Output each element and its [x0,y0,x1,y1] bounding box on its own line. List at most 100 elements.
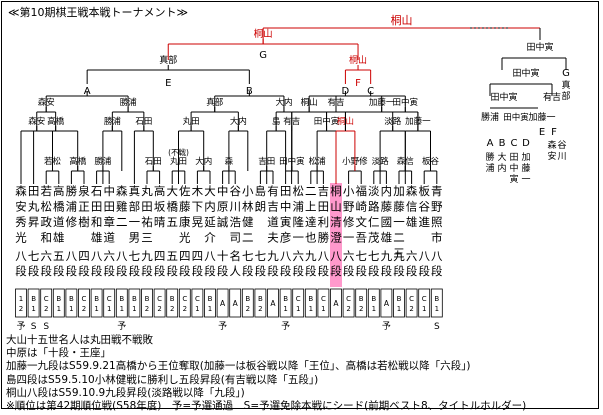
player-rank: 名 [229,249,241,263]
position-label: C [296,295,301,303]
repechage-name: 大 [497,151,506,163]
player-rank: 五 [166,249,178,263]
player-rank: 六 [292,249,304,263]
player-rank: 八 [116,249,128,263]
player-rank: 段 [355,264,367,278]
position-label: 1 [31,305,35,313]
position-box [254,288,267,318]
position-label: B [397,295,402,303]
player-name: 板谷進 [418,184,430,229]
player-name-char: 康 [179,215,191,229]
player-name-char: 清 [330,215,342,229]
position-label: 1 [19,295,23,303]
position-box [90,288,103,318]
position-label: C [44,295,49,303]
player-rank: 段 [192,264,204,278]
match-letter: F [355,78,361,89]
match-letter: D [342,86,350,97]
match-letter: B [246,86,253,97]
repechage-letter: G [562,68,570,79]
player-mark: 予 [117,321,126,332]
player-name-char: 林 [242,200,254,214]
player-name-char: 照 [431,215,443,229]
player-name-char: 有 [267,184,279,198]
player-rank: 段 [40,264,52,278]
position-label: 2 [183,305,187,313]
player-name-char: 部 [129,200,141,214]
match-letter: G [259,50,267,61]
position-box [128,288,141,318]
position-label: B [371,295,376,303]
player-name-char: 昇 [28,215,40,229]
player-name-char: 勝 [318,231,330,245]
player-rank: 段 [267,264,279,278]
note-line: 桐山八段はS59.10.9九段昇段(淡路戦以降「九段」) [6,386,245,399]
repechage-label: 田中寅 [526,41,553,53]
position-label: C [422,295,427,303]
position-box [279,288,292,318]
note-line: 中原は「十段・王座」 [6,347,111,360]
player-name-char: 雄 [91,231,103,245]
player-rank: 八 [204,249,216,263]
player-rank: 四 [192,249,204,263]
player-name-char: 道 [103,231,115,245]
player-name-char: 真 [129,184,141,198]
player-name-char: 延 [204,215,216,229]
player-name-char: 也 [305,231,317,245]
player-name-char: 田 [103,200,115,214]
player-name-char: 進 [418,215,430,229]
position-label: C [157,295,162,303]
position-label: B [145,295,150,303]
position-label: B [359,295,364,303]
position-label: A [220,299,226,308]
player-name-char: 大 [204,184,216,198]
position-label: 2 [258,305,262,313]
player-rank: 段 [154,264,166,278]
player-rank: 八 [280,249,292,263]
player-name-char: 安 [15,200,27,214]
player-rank: 段 [28,264,40,278]
player-name-char: 男 [129,231,141,245]
player-rank: 四 [179,249,191,263]
player-name-char: 修 [66,215,78,229]
repechage-name: 真 [561,79,570,91]
position-box [65,288,78,318]
player-name-char: 丸 [28,200,40,214]
player-name-char: 田 [91,200,103,214]
player-name-char: 一 [292,231,304,245]
position-box [241,288,254,318]
position-box [178,288,191,318]
position-box [367,288,380,318]
player-rank: 七 [129,249,141,263]
diagram-frame [1,1,599,409]
player-name-char: 桐 [330,184,342,198]
position-label: 2 [157,305,161,313]
player-name-char: 誠 [217,215,229,229]
player-name-char: 高 [154,184,166,198]
position-box [153,288,166,318]
player-name-char: 澄 [330,231,342,245]
player-name-char: 島 [255,184,267,198]
player-rank: 八 [418,249,430,263]
position-box [216,288,229,318]
position-box [103,288,116,318]
player-rank: 九 [141,249,153,263]
player-name-char: 司 [229,231,241,245]
position-box [304,288,317,318]
position-box [15,288,27,318]
repechage-name: 一 [521,175,530,185]
player-name-char: 松 [40,200,52,214]
player-rank: 七 [28,249,40,263]
player-name-char: 光 [15,231,27,245]
player-name-char: 樹 [78,215,90,229]
repechage-label: 田中寅 [512,67,539,79]
repechage-letter: A [487,138,494,149]
player-rank: 段 [141,264,153,278]
player-name-char: 路 [368,200,380,214]
